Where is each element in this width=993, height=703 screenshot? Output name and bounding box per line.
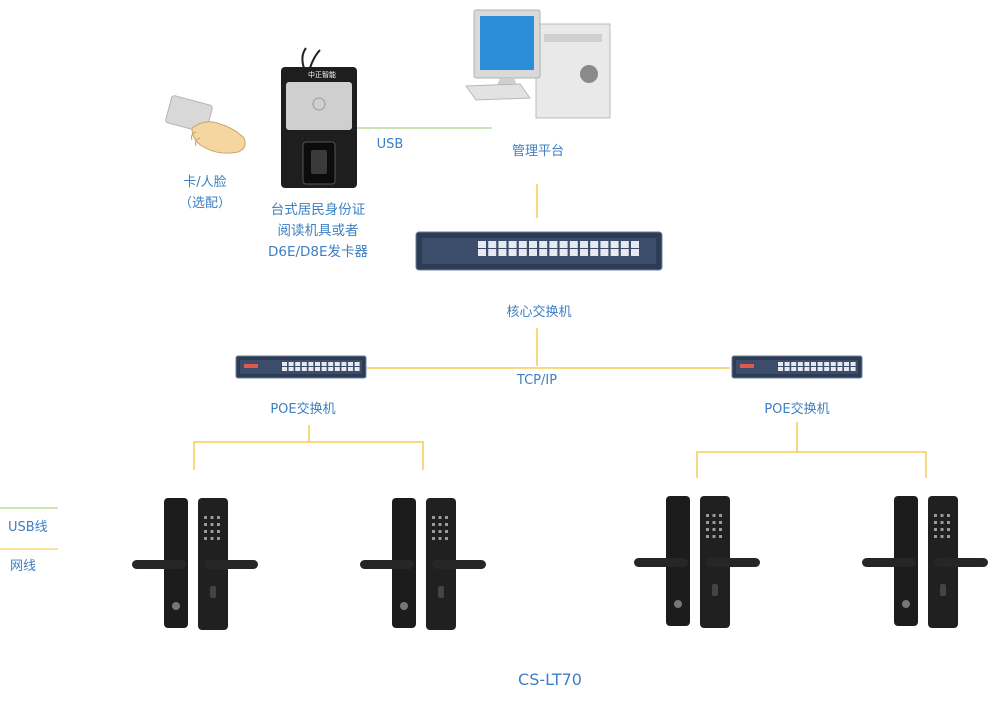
reader-brand: 中正智能 — [308, 71, 336, 79]
id-reader-icon — [281, 47, 357, 188]
computer-icon — [465, 9, 611, 119]
reader-description: 台式居民身份证阅读机具或者D6E/D8E发卡器 — [267, 202, 369, 260]
core-switch-icon — [415, 231, 663, 271]
card-face-label: 卡/人脸 — [183, 175, 227, 190]
poe-switch-right-label: POE交换机 — [764, 402, 830, 417]
left-poe-branch — [193, 441, 424, 470]
smart-lock-icon — [634, 496, 760, 628]
tcp-ip-label: TCP/IP — [516, 373, 558, 388]
core-switch-label: 核心交换机 — [506, 305, 572, 320]
legend-network-label: 网线 — [10, 559, 37, 574]
legend-usb-label: USB线 — [8, 520, 48, 535]
card-hand-icon — [165, 95, 246, 154]
smart-lock-icon — [132, 498, 258, 630]
usb-link-label: USB — [376, 137, 404, 152]
smart-lock-icon — [360, 498, 486, 630]
management-platform-label: 管理平台 — [511, 144, 564, 159]
connection-lines — [193, 127, 927, 478]
poe-switch-icon — [235, 355, 367, 379]
smart-lock-icon — [862, 496, 988, 628]
card-face-optional-label: （选配） — [178, 196, 231, 211]
poe-switch-icon — [731, 355, 863, 379]
right-poe-branch — [696, 451, 927, 478]
model-label: CS-LT70 — [518, 670, 582, 689]
poe-switch-left-label: POE交换机 — [270, 402, 336, 417]
